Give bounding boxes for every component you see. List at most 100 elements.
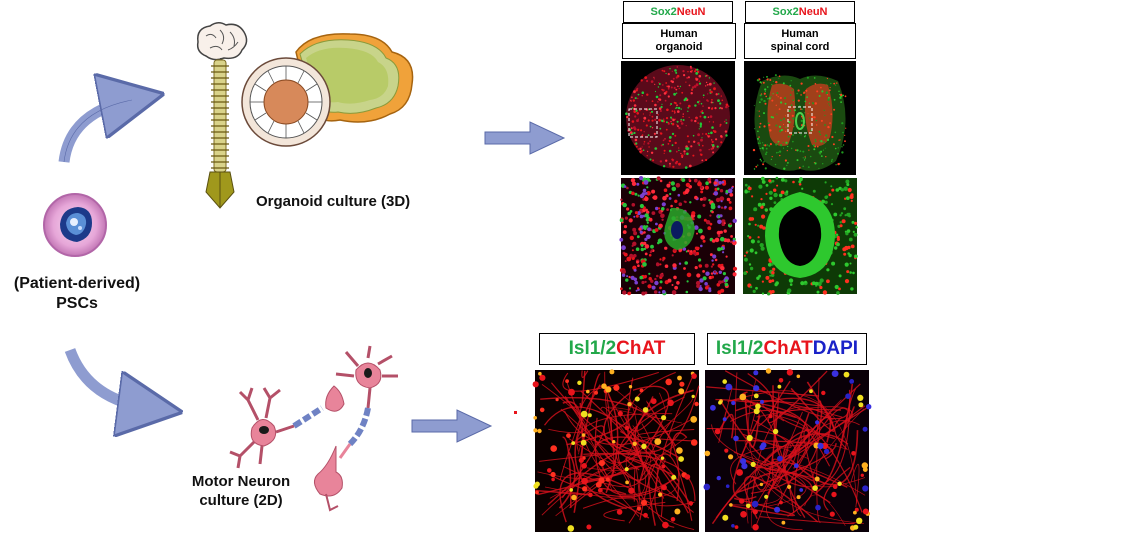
cell-dot [631,181,637,186]
cell-dot [686,272,692,278]
cell-dot [778,75,781,77]
cell-dot [695,251,700,256]
cell-dot [675,76,678,79]
cell-dot [655,95,659,99]
cell-dot [533,483,539,489]
cell-dot [761,280,764,283]
cell-dot [619,237,624,242]
cell-dot [796,149,799,152]
cell-dot [661,484,667,491]
cell-dot [727,188,733,194]
cell-dot [852,271,855,275]
stain-neun: NeuN [798,6,828,18]
cell-dot [844,262,849,267]
cell-dot [762,226,766,230]
cell-dot [644,76,648,79]
cell-dot [748,263,752,266]
cell-dot [839,139,841,141]
cell-dot [759,122,762,125]
cell-dot [853,232,858,237]
cell-dot [687,140,690,143]
cell-dot [821,390,826,396]
cell-dot [777,96,779,98]
cell-dot [856,517,863,524]
cell-dot [772,267,776,271]
cell-dot [800,119,804,123]
cell-dot [752,148,756,152]
neurite-line [582,496,639,524]
cell-dot [698,82,702,85]
cell-dot [710,90,713,94]
cell-dot [651,119,654,122]
cell-dot [662,290,666,294]
cell-dot [725,119,727,121]
cell-dot [667,95,670,98]
desc-line1: Human [781,27,819,40]
cell-dot [685,182,691,188]
cell-dot [634,115,637,118]
cell-dot [768,190,773,195]
cell-dot [624,260,627,263]
cell-dot [678,202,683,206]
organoid-zoom-micrograph [619,176,738,296]
cell-dot [854,507,859,512]
cell-dot [694,195,698,200]
neurite-line [539,452,666,470]
cell-dot [633,277,638,282]
cell-dot [814,140,817,143]
cell-dot [757,240,760,244]
cell-dot [771,99,774,102]
cell-dot [674,118,676,120]
cell-dot [814,83,817,85]
cell-dot [633,231,638,236]
cell-dot [806,96,808,98]
cell-dot [703,218,707,222]
cell-dot [790,104,793,107]
cell-dot [687,249,690,253]
neurite-line [562,436,572,508]
cell-dot [700,244,703,248]
cell-dot [577,380,582,385]
cell-dot [704,282,708,286]
neurite-line [581,370,589,378]
cell-dot [759,444,765,451]
cell-dot [675,150,678,153]
cell-dot [827,125,830,129]
cell-dot [668,139,672,143]
cell-dot [647,227,651,232]
cell-dot [620,198,623,201]
cell-dot [777,384,782,389]
cell-dot [654,277,657,281]
neurite-line [706,386,820,397]
cell-dot [547,468,552,473]
neurite-line [627,377,658,432]
motor-neuron-label-line1: Motor Neuron [191,473,291,490]
cell-dot [833,108,836,111]
cell-dot [676,120,679,123]
cell-dot [809,389,813,394]
cell-dot [628,275,631,279]
cell-dot [834,84,837,86]
cell-dot [757,142,759,144]
cell-dot [706,74,708,77]
neurite-line [632,385,670,450]
neurite-line [731,497,796,517]
cell-dot [694,70,696,73]
cell-dot [668,197,672,200]
cell-dot [762,161,764,163]
psc-label-line1: (Patient-derived) [13,275,141,292]
cell-dot [778,378,784,383]
cell-dot [707,135,710,138]
cell-dot [635,289,638,292]
cell-dot [717,205,721,209]
cell-dot [696,101,700,104]
cell-dot [841,151,844,154]
cell-dot [626,256,632,262]
cell-dot [659,263,662,266]
cell-dot [814,476,820,482]
cell-dot [763,161,765,163]
cell-dot [669,165,671,167]
cell-dot [701,110,704,112]
